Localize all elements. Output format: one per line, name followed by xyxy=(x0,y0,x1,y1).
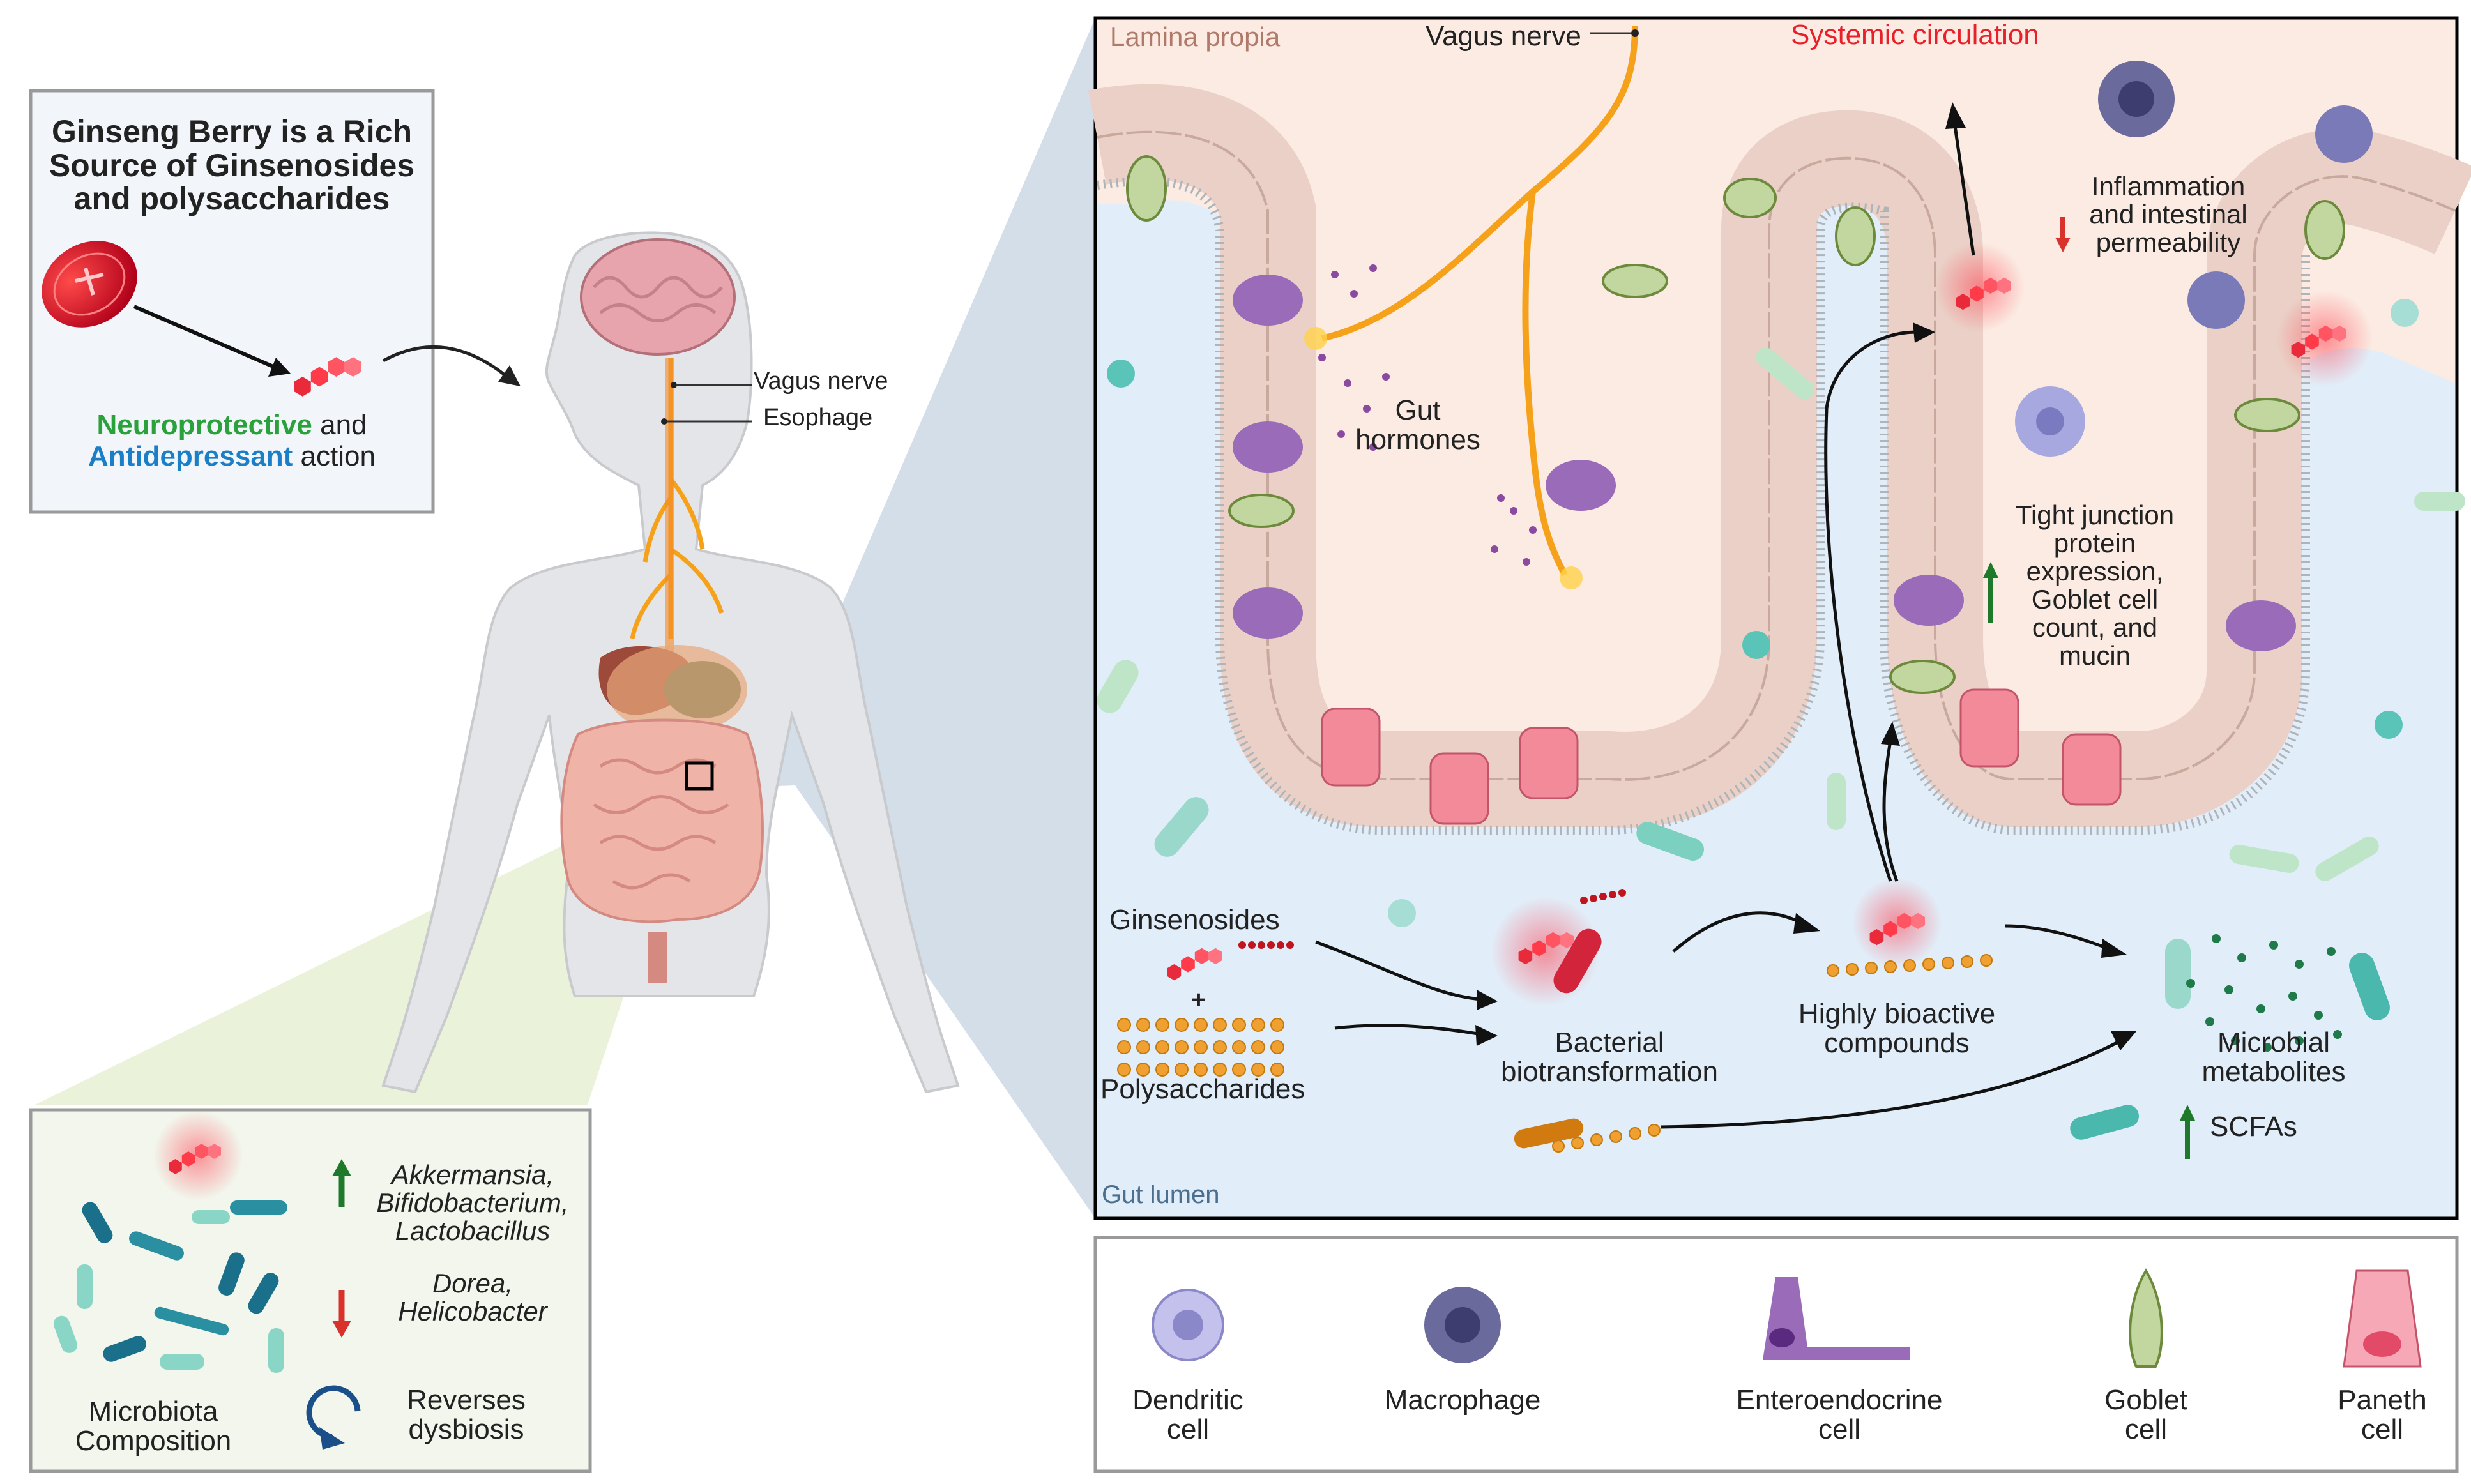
antidep-line: Antidepressant action xyxy=(37,441,427,472)
intro-title-line-2: Source of Ginsenosides xyxy=(49,147,415,183)
intro-title: Ginseng Berry is a Rich Source of Ginsen… xyxy=(37,115,427,216)
microbial-line-2: metabolites xyxy=(2201,1056,2346,1088)
legend-enteroendocrine-label: Enteroendocrine cell xyxy=(1712,1384,1967,1446)
goblet-cells xyxy=(1126,155,2345,694)
rev-line-2: dysbiosis xyxy=(408,1414,524,1446)
bact-line-1: Bacterial xyxy=(1555,1027,1664,1058)
legend-dendritic-line-1: Dendritic xyxy=(1132,1384,1243,1416)
up-line-2: Bifidobacterium, xyxy=(376,1188,569,1218)
dendritic-cell-icon-panel xyxy=(2015,386,2085,457)
gut-hormones-label: Gut hormones xyxy=(1335,395,1501,456)
macrophage-icon-panel xyxy=(2098,61,2175,137)
enteroendocrine-cells xyxy=(1233,275,2296,651)
up-line-3: Lactobacillus xyxy=(395,1216,551,1246)
microbiota-composition-label: Microbiota Composition xyxy=(51,1397,255,1456)
systemic-circulation-label: Systemic circulation xyxy=(1791,19,2039,50)
legend-macrophage-line-1: Macrophage xyxy=(1384,1384,1541,1416)
legend-goblet-label: Goblet cell xyxy=(2050,1384,2242,1446)
legend-goblet-line-2: cell xyxy=(2124,1414,2168,1446)
berry-icon xyxy=(42,241,137,328)
upregulated-genera: Akkermansia, Bifidobacterium, Lactobacil… xyxy=(364,1160,581,1246)
intro-title-line-3: and polysaccharides xyxy=(73,181,390,216)
legend-dendritic-label: Dendritic cell xyxy=(1092,1384,1284,1446)
legend-enteroendocrine-line-1: Enteroendocrine xyxy=(1736,1384,1943,1416)
reverses-dysbiosis-label: Reverses dysbiosis xyxy=(377,1384,556,1446)
polysaccharides-label: Polysaccharides xyxy=(1100,1073,1305,1105)
bioactive-compounds-label: Highly bioactive compounds xyxy=(1775,999,2018,1058)
neuro-line: Neuroprotective and xyxy=(37,409,427,441)
microbial-line-1: Microbial xyxy=(2217,1027,2330,1058)
macrophage-icon xyxy=(1424,1287,1501,1363)
tight-line-6: mucin xyxy=(2058,640,2131,671)
zoom-marker xyxy=(685,761,714,791)
downregulated-genera: Dorea, Helicobacter xyxy=(364,1269,581,1326)
bacterial-biotransformation-label: Bacterial biotransformation xyxy=(1469,1027,1750,1088)
lamina-propia-label: Lamina propia xyxy=(1110,22,1281,52)
zoom-projection-right xyxy=(763,18,1095,1218)
microbiota-bacteria xyxy=(53,1200,287,1373)
microbial-metabolites-label: Microbial metabolites xyxy=(2178,1027,2369,1088)
tight-line-1: Tight junction xyxy=(2015,500,2175,530)
human-figure xyxy=(381,231,960,1094)
legend-macrophage-label: Macrophage xyxy=(1367,1384,1558,1416)
up-line-1: Akkermansia, xyxy=(391,1160,554,1190)
rev-line-1: Reverses xyxy=(407,1384,526,1416)
comp-line-2: Composition xyxy=(75,1425,232,1457)
paneth-cells xyxy=(1321,688,2122,825)
bioactive-line-1: Highly bioactive xyxy=(1798,998,1996,1029)
enteroendocrine-cell-icon xyxy=(1763,1277,1910,1360)
polysaccharide-chains xyxy=(1117,954,1993,1153)
gut-lumen-label: Gut lumen xyxy=(1102,1181,1220,1209)
bioactive-line-2: compounds xyxy=(1824,1027,1970,1059)
metabolite-dots xyxy=(2186,934,2342,1052)
bact-line-2: biotransformation xyxy=(1501,1056,1718,1088)
neuroprotective-label: Neuroprotective xyxy=(96,409,312,441)
tight-junction-label: Tight junction protein expression, Goble… xyxy=(1980,501,2210,670)
inflammation-line-2: and intestinal xyxy=(2089,199,2247,230)
paneth-cell-icon xyxy=(2343,1269,2422,1368)
scfas-label: SCFAs xyxy=(2210,1111,2297,1142)
plus-sign: + xyxy=(1191,986,1206,1014)
intro-title-line-1: Ginseng Berry is a Rich xyxy=(51,114,413,149)
body-vagus-label: Vagus nerve xyxy=(754,368,888,395)
legend-paneth-line-1: Paneth xyxy=(2338,1384,2427,1416)
bacteria-icon xyxy=(1097,299,2465,1149)
tight-line-2: protein xyxy=(2053,528,2136,559)
brain-icon xyxy=(580,238,736,356)
inflammation-line-1: Inflammation xyxy=(2091,171,2246,201)
legend-enteroendocrine-line-2: cell xyxy=(1818,1414,1861,1446)
goblet-cell-icon xyxy=(2129,1268,2163,1368)
legend-paneth-line-2: cell xyxy=(2361,1414,2404,1446)
legend-goblet-line-1: Goblet xyxy=(2104,1384,2187,1416)
gut-hormones-line-2: hormones xyxy=(1355,424,1480,456)
reverse-cycle-icon xyxy=(306,1385,361,1450)
down-line-1: Dorea, xyxy=(432,1268,513,1298)
antidepressant-label: Antidepressant xyxy=(88,441,293,472)
gut-hormones-line-1: Gut xyxy=(1395,395,1441,426)
tight-line-4: Goblet cell xyxy=(2031,584,2159,615)
ginsenosides-label: Ginsenosides xyxy=(1109,904,1280,935)
dendritic-cell-icon xyxy=(1152,1289,1224,1361)
inflammation-line-3: permeability xyxy=(2095,227,2241,258)
tight-line-3: expression, xyxy=(2026,556,2164,587)
down-line-2: Helicobacter xyxy=(398,1296,547,1327)
panel-vagus-label: Vagus nerve xyxy=(1426,20,1581,52)
legend-paneth-label: Paneth cell xyxy=(2286,1384,2471,1446)
esophage-label: Esophage xyxy=(763,404,873,431)
comp-line-1: Microbiota xyxy=(88,1396,218,1427)
zoom-projection-left xyxy=(35,837,658,1105)
tight-line-5: count, and xyxy=(2032,612,2158,643)
action-label: action xyxy=(293,441,376,472)
and-label: and xyxy=(312,409,367,441)
legend-dendritic-line-2: cell xyxy=(1166,1414,1210,1446)
inflammation-label: Inflammation and intestinal permeability xyxy=(2066,172,2270,257)
